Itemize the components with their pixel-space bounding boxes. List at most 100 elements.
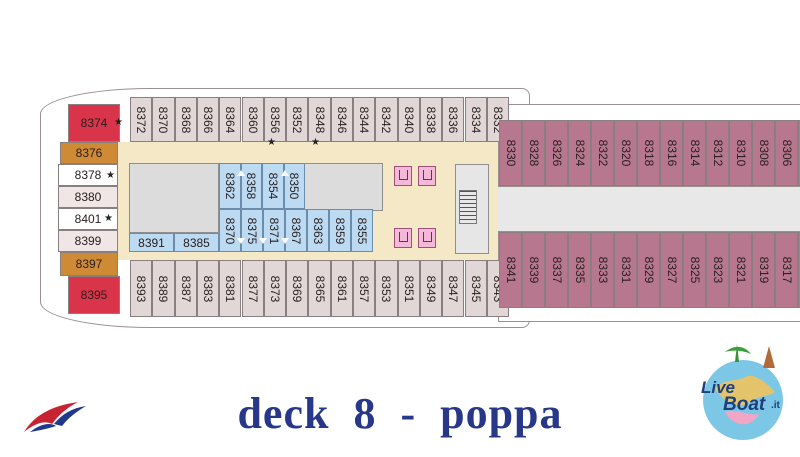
star-icon: ★	[106, 170, 115, 181]
cabin-number: 8370	[223, 217, 237, 244]
cabin-number: 8339	[526, 256, 541, 284]
service-area-left	[129, 163, 219, 233]
cabin: 8320	[614, 120, 637, 186]
cabin: 8304	[798, 120, 800, 186]
cabin: 8373	[263, 260, 287, 317]
cabin-number: 8387	[178, 275, 193, 302]
cabin: 8318	[637, 120, 660, 186]
cabin-number: 8369	[290, 275, 305, 302]
cabin: 8314	[683, 120, 706, 186]
cabin: 8370	[152, 97, 175, 142]
cabin: 8372	[130, 97, 153, 142]
cabin: 8355	[351, 209, 373, 252]
cabin-number: 8330	[503, 139, 518, 167]
cabin-number: 8348	[312, 106, 327, 133]
cabin: 8322	[591, 120, 614, 186]
cabin: 8391	[129, 233, 174, 252]
elevator	[394, 228, 412, 248]
cabin: 8380	[58, 186, 118, 208]
cabin: 8317	[775, 232, 798, 308]
cabin-number: 8365	[312, 275, 327, 302]
star-icon: ★	[311, 137, 320, 148]
cabin: 8371	[263, 209, 285, 252]
cabin-number: 8347	[446, 275, 461, 302]
cabin: 8330	[499, 120, 522, 186]
watermark-live: Live	[701, 378, 736, 397]
cabin-number: 8306	[779, 139, 794, 167]
cabin-number: 8364	[223, 106, 238, 133]
cabin-number: 8360	[245, 106, 260, 133]
cabin-number: 8308	[756, 139, 771, 167]
cabin: 8344	[353, 97, 376, 142]
cabin-number: 8363	[311, 217, 325, 244]
cabin: 8366	[196, 97, 220, 142]
cruise-line-logo	[24, 402, 86, 432]
cabin-number: 8367	[289, 217, 303, 244]
cabin-number: 8349	[424, 275, 439, 302]
cabin-number: 8342	[379, 106, 394, 133]
cabin: 8359	[329, 209, 351, 252]
cabin: 8348	[308, 97, 331, 142]
cabin: 8331	[614, 232, 637, 308]
cabin-number: 8370	[156, 106, 171, 133]
cabin: 8341	[499, 232, 522, 308]
cabin-number: 8355	[355, 217, 369, 244]
cabin: 8357	[353, 260, 376, 317]
cabin-number: 8335	[572, 256, 587, 284]
cabin-number: 8371	[267, 217, 281, 244]
cabin: 8329	[637, 232, 660, 308]
cabin-number: 8346	[334, 106, 349, 133]
page-title: deck 8 - poppa	[237, 389, 563, 438]
cabin-number: 8326	[549, 139, 564, 167]
cabin-number: 8372	[134, 106, 149, 133]
cabin: 8381	[219, 260, 242, 317]
cabin: 8361	[330, 260, 353, 317]
cabin: 8351	[397, 260, 420, 317]
cabin: 8333	[591, 232, 614, 308]
cabin: 8336	[442, 97, 465, 142]
cabin: 8375	[241, 209, 263, 252]
star-icon: ★	[104, 213, 113, 224]
cabin: 8321	[729, 232, 752, 308]
cabin: 8345	[464, 260, 487, 317]
cabin: 8368	[174, 97, 197, 142]
cabin: 8393	[130, 260, 153, 317]
cabin: 8349	[419, 260, 443, 317]
cabin: 8342	[375, 97, 398, 142]
cabin-number: 8316	[664, 139, 679, 167]
cabin: 8337	[545, 232, 568, 308]
cabin: 8327	[660, 232, 683, 308]
cabin: 8339	[522, 232, 545, 308]
cabin-number: 8357	[357, 275, 372, 302]
cabin: 8326	[545, 120, 568, 186]
cabin: 8358	[240, 163, 262, 209]
elevator	[418, 228, 436, 248]
cabin-number: 8322	[595, 139, 610, 167]
cabin-number: 8336	[446, 106, 461, 133]
cabin: 8385	[174, 233, 219, 252]
cabin-number: 8393	[134, 275, 149, 302]
cabin: 8395	[68, 276, 120, 314]
cabin-number: 8333	[595, 256, 610, 284]
cabin: 8323	[706, 232, 729, 308]
cabin: 8377	[241, 260, 264, 317]
triangle-marker-icon	[237, 170, 245, 176]
triangle-marker-icon	[281, 238, 289, 244]
cabin-number: 8375	[245, 217, 259, 244]
cabin: 8308	[752, 120, 775, 186]
cabin-number: 8340	[401, 106, 416, 133]
triangle-marker-icon	[259, 238, 267, 244]
cabin-number: 8376	[75, 146, 103, 160]
cabin-number: 8385	[183, 235, 210, 250]
cabin-number: 8401	[74, 212, 102, 226]
cabin-number: 8361	[334, 275, 349, 302]
cabin-number: 8320	[618, 139, 633, 167]
cabin-number: 8354	[265, 172, 280, 200]
cabin: 8363	[307, 209, 329, 252]
cabin: 8365	[308, 260, 331, 317]
cabin-number: 8331	[618, 256, 633, 284]
cabin: 8356	[263, 97, 287, 142]
cabin: 8383	[196, 260, 220, 317]
cabin: 8347	[442, 260, 465, 317]
